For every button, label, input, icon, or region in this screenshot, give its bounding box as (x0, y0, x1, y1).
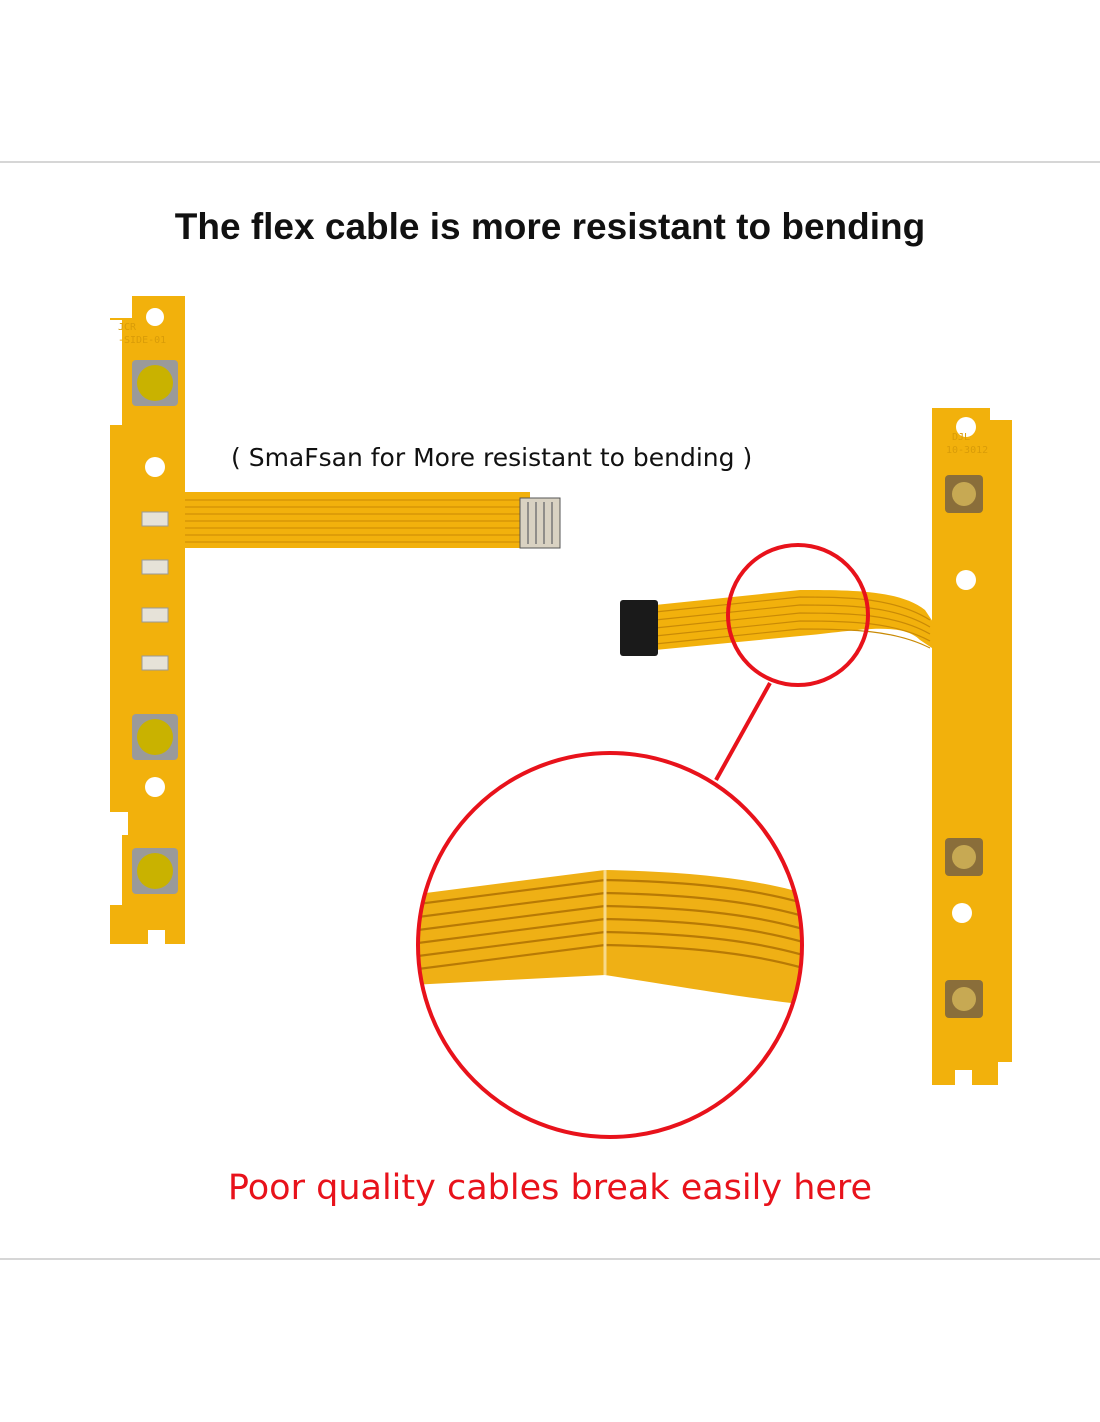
subtitle: ( SmaFsan for More resistant to bending … (231, 443, 753, 472)
right-pcb-label-1: DJL (952, 432, 970, 443)
left-pcb-label-2: -SIDE-01 (118, 335, 166, 346)
right-pcb-label-2: 10-3012 (946, 445, 988, 456)
left-pcb-label-1: JCR (118, 322, 137, 333)
bottom-divider (0, 1258, 1100, 1260)
cable-connector (620, 600, 658, 656)
magnified-bend-view (416, 751, 804, 1139)
left-flex-pcb: JCR -SIDE-01 (110, 296, 561, 944)
bend-highlight (714, 543, 870, 781)
tactile-button (132, 360, 178, 406)
right-flex-pcb: DJL 10-3012 (620, 408, 1012, 1085)
headline: The flex cable is more resistant to bend… (174, 206, 926, 247)
tactile-button (132, 714, 178, 760)
tactile-button (132, 848, 178, 894)
warning-caption: Poor quality cables break easily here (227, 1168, 873, 1208)
top-divider (0, 161, 1100, 163)
